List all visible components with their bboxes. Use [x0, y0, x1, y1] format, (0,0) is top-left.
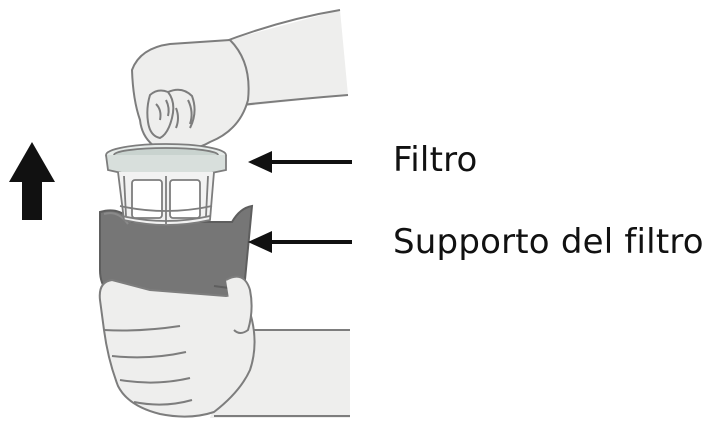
arrow-left-icon — [248, 231, 352, 253]
upper-hand — [131, 9, 349, 151]
arrow-up-icon — [9, 142, 55, 220]
arrow-left-icon — [248, 151, 352, 173]
filter-label: Filtro — [393, 140, 478, 180]
filter-holder-label: Supporto del filtro — [393, 222, 704, 262]
filter-basket — [105, 143, 227, 226]
lower-hand — [98, 275, 350, 418]
